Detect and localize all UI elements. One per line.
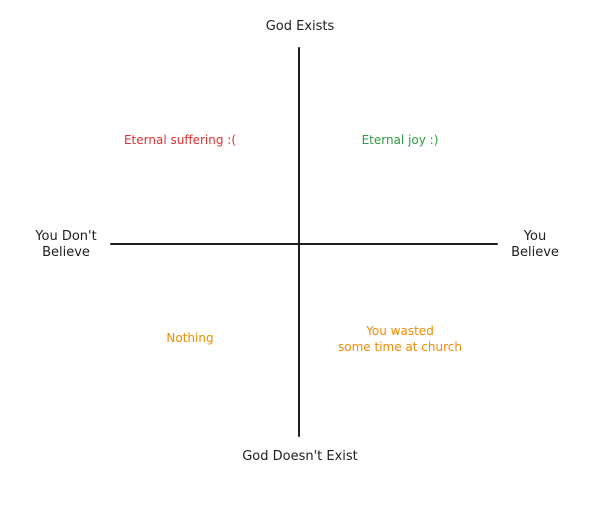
axis-label-right: You Believe <box>500 229 570 261</box>
quadrant-bottom-left-text: Nothing <box>166 331 214 345</box>
horizontal-axis <box>110 243 498 245</box>
axis-label-right-line-2: Believe <box>511 245 559 260</box>
axis-label-left: You Don't Believe <box>26 229 106 261</box>
quadrant-bottom-right-line-1: You wasted <box>366 324 434 338</box>
axis-label-left-line-1: You Don't <box>35 229 97 244</box>
quadrant-top-left-text: Eternal suffering :( <box>123 133 237 147</box>
quadrant-bottom-right-line-2: some time at church <box>338 340 462 354</box>
axis-label-left-line-2: Believe <box>42 245 90 260</box>
vertical-axis <box>298 47 300 437</box>
quadrant-bottom-right-text: You wasted some time at church <box>330 323 470 355</box>
axis-label-right-line-1: You <box>523 229 547 244</box>
quadrant-top-right-text: Eternal joy :) <box>361 133 439 147</box>
axis-label-top: God Exists <box>265 19 335 34</box>
axis-label-bottom: God Doesn't Exist <box>242 449 358 464</box>
